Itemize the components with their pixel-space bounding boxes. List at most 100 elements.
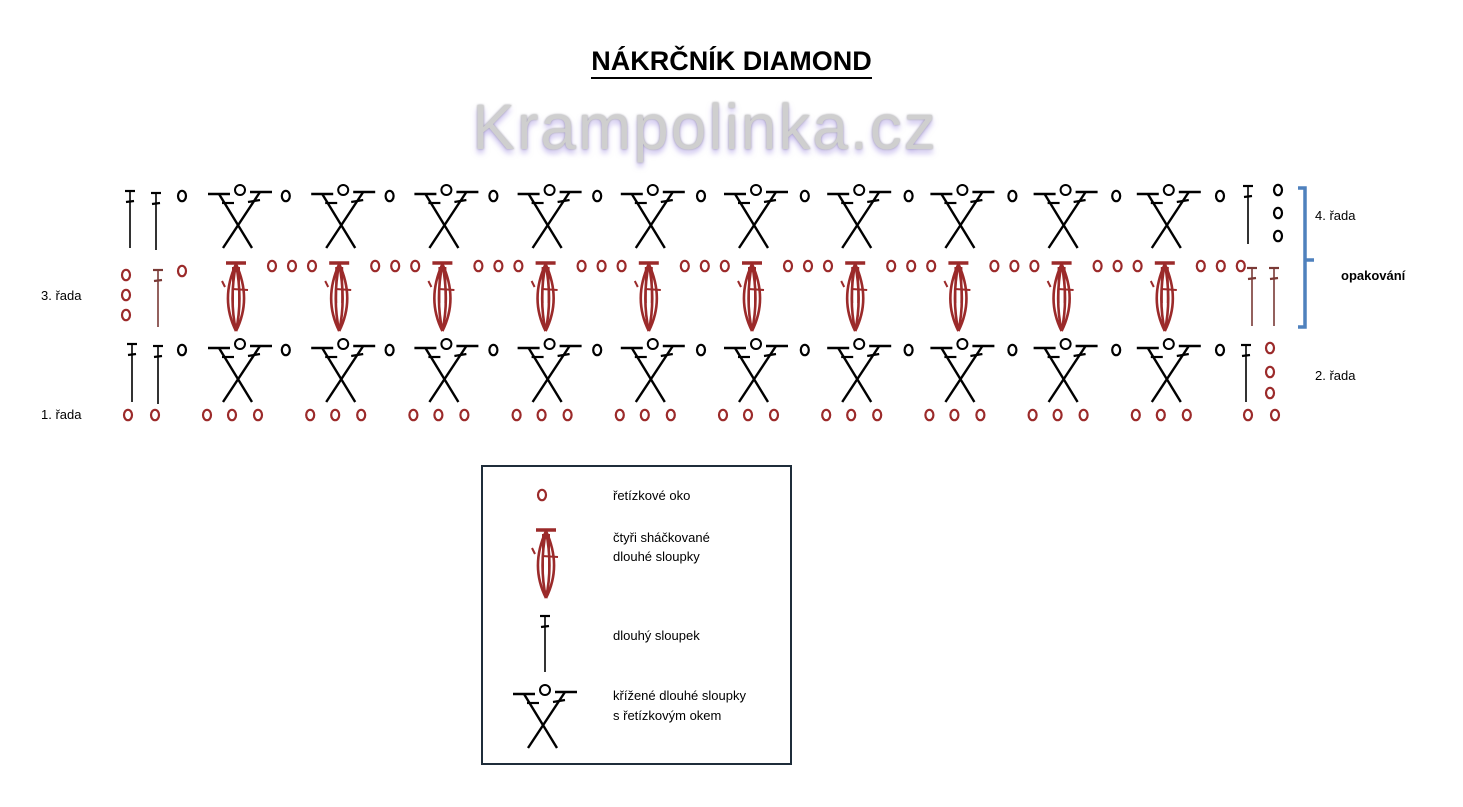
- crossed-treble-icon: [620, 338, 685, 403]
- chain-stitch-icon: [1112, 259, 1123, 273]
- chain-stitch-icon: [1215, 259, 1226, 273]
- chain-stitch-icon: [1155, 408, 1166, 422]
- chain-stitch-icon: [975, 408, 986, 422]
- chain-stitch-icon: [1029, 259, 1040, 273]
- treble-stitch-icon: [125, 189, 135, 248]
- chain-stitch-icon: [1264, 365, 1276, 379]
- row-label-4: 4. řada: [1315, 208, 1356, 223]
- cluster-stitch-icon: [943, 261, 971, 332]
- cluster-stitch-icon: [737, 261, 765, 332]
- row-label-3: 3. řada: [41, 288, 82, 303]
- chain-stitch-icon: [408, 408, 419, 422]
- chain-stitch-icon: [120, 268, 132, 282]
- legend-cluster-label-1: čtyři sháčkované: [613, 530, 710, 545]
- legend-cluster-label-2: dlouhé sloupky: [613, 549, 700, 564]
- crossed-treble-icon: [724, 338, 788, 403]
- chain-stitch-icon: [410, 259, 421, 273]
- chain-stitch-icon: [562, 408, 573, 422]
- chain-stitch-icon: [1181, 408, 1192, 422]
- chain-stitch-icon: [768, 408, 780, 422]
- chain-stitch-icon: [821, 408, 832, 422]
- treble-stitch-icon: [540, 614, 550, 672]
- chain-stitch-icon: [1242, 408, 1254, 422]
- crossed-treble-icon: [414, 338, 479, 403]
- chain-stitch-icon: [576, 259, 587, 273]
- chain-stitch-icon: [1111, 189, 1122, 203]
- chain-stitch-icon: [433, 408, 444, 422]
- treble-stitch-icon: [153, 268, 163, 327]
- chain-stitch-icon: [306, 259, 318, 273]
- treble-stitch-icon: [1241, 343, 1251, 402]
- chain-stitch-icon: [1111, 343, 1122, 357]
- chain-stitch-icon: [286, 259, 298, 273]
- chain-stitch-icon: [149, 408, 161, 422]
- chain-stitch-icon: [280, 343, 291, 357]
- watermark: Krampolinka.cz: [472, 91, 938, 163]
- chain-stitch-icon: [1007, 343, 1018, 357]
- treble-stitch-icon: [1247, 266, 1257, 326]
- crossed-treble-icon: [513, 684, 577, 749]
- chain-stitch-icon: [906, 259, 917, 273]
- treble-stitch-icon: [1243, 184, 1253, 244]
- chain-stitch-icon: [488, 343, 499, 357]
- chain-stitch-icon: [926, 259, 937, 273]
- chain-stitch-icon: [120, 288, 132, 302]
- chain-stitch-icon: [513, 259, 524, 273]
- crossed-treble-icon: [1033, 338, 1098, 403]
- crossed-treble-icon: [827, 338, 892, 403]
- legend-crossed-label-1: křížené dlouhé sloupky: [613, 688, 746, 703]
- cluster-stitch-icon: [530, 261, 558, 332]
- crossed-treble-icon: [930, 184, 995, 249]
- chain-stitch-icon: [390, 259, 401, 273]
- chain-stitch-icon: [822, 259, 834, 273]
- chain-stitch-icon: [1264, 341, 1276, 355]
- chain-stitch-icon: [459, 408, 470, 422]
- chain-stitch-icon: [1269, 408, 1281, 422]
- chain-stitch-icon: [176, 189, 188, 203]
- chain-stitch-icon: [305, 408, 316, 422]
- chain-stitch-icon: [330, 408, 341, 422]
- chain-stitch-icon: [536, 488, 548, 502]
- chain-stitch-icon: [695, 343, 707, 357]
- chain-stitch-icon: [1027, 408, 1038, 422]
- chain-stitch-icon: [1078, 408, 1089, 422]
- chain-stitch-icon: [266, 259, 278, 273]
- chain-stitch-icon: [370, 259, 381, 273]
- chain-stitch-icon: [493, 259, 504, 273]
- chain-stitch-icon: [989, 259, 1000, 273]
- row-label-1: 1. řada: [41, 407, 82, 422]
- treble-stitch-icon: [151, 191, 161, 250]
- chain-stitch-icon: [742, 408, 754, 422]
- cluster-stitch-icon: [1149, 261, 1177, 332]
- chain-stitch-icon: [1007, 189, 1018, 203]
- chain-stitch-icon: [903, 343, 914, 357]
- chain-stitch-icon: [280, 189, 291, 203]
- crossed-treble-icon: [827, 184, 892, 249]
- chain-stitch-icon: [1195, 259, 1206, 273]
- chain-stitch-icon: [120, 308, 132, 322]
- chain-stitch-icon: [616, 259, 627, 273]
- chain-stitch-icon: [176, 264, 188, 278]
- crossed-treble-icon: [517, 184, 582, 249]
- chain-stitch-icon: [782, 259, 794, 273]
- chain-stitch-icon: [799, 343, 810, 357]
- treble-stitch-icon: [127, 342, 137, 402]
- chain-stitch-icon: [802, 259, 814, 273]
- crossed-treble-icon: [620, 184, 685, 249]
- chain-stitch-icon: [1272, 229, 1284, 243]
- chain-stitch-icon: [717, 408, 729, 422]
- chain-stitch-icon: [924, 408, 935, 422]
- row-label-2: 2. řada: [1315, 368, 1356, 383]
- title-text: NÁKRČNÍK DIAMOND: [591, 46, 872, 79]
- chain-stitch-icon: [1052, 408, 1063, 422]
- crossed-treble-icon: [208, 338, 272, 403]
- legend-chain-label: řetízkové oko: [613, 488, 691, 503]
- chain-stitch-icon: [949, 408, 960, 422]
- crossed-treble-icon: [1136, 338, 1201, 403]
- chain-stitch-icon: [536, 408, 547, 422]
- cluster-stitch-icon: [633, 261, 661, 332]
- chain-stitch-icon: [699, 259, 710, 273]
- chain-stitch-icon: [903, 189, 914, 203]
- crossed-treble-icon: [1136, 184, 1201, 249]
